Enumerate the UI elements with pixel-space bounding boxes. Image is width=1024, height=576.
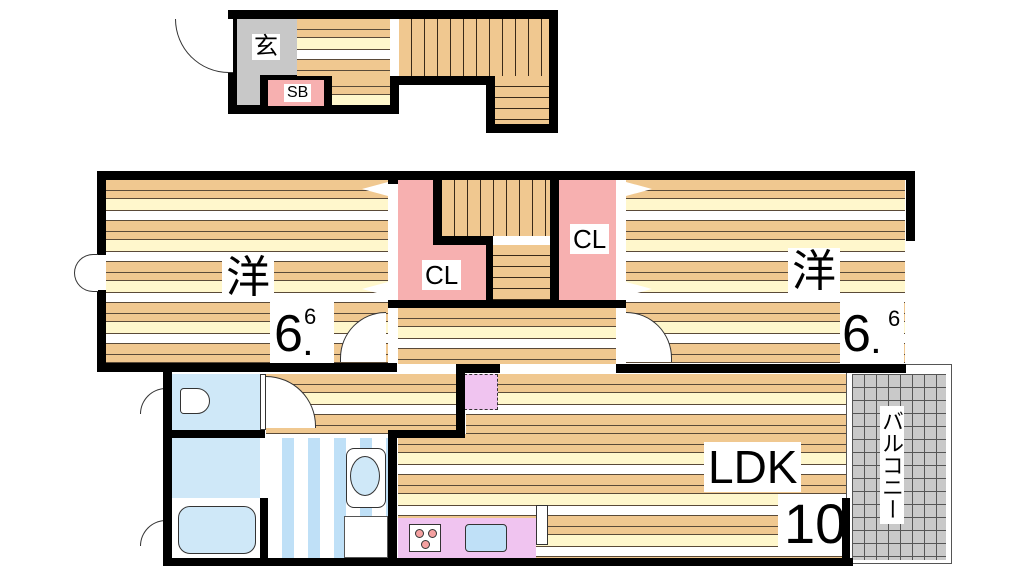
wall — [550, 180, 559, 305]
ldk-size: 10 — [778, 494, 853, 554]
wall — [433, 180, 442, 242]
entrance-label: 玄 — [252, 33, 280, 60]
closet-left-label: CL — [422, 260, 462, 290]
partition — [536, 505, 548, 545]
basin-icon — [350, 456, 380, 496]
wall — [390, 76, 490, 85]
shoe-box-label: SB — [284, 84, 312, 102]
wall — [228, 10, 558, 19]
wall — [906, 171, 915, 241]
hall-floor — [332, 76, 390, 105]
wall — [163, 364, 172, 566]
wall — [616, 300, 626, 308]
wall — [388, 430, 397, 565]
staircase — [399, 19, 549, 76]
wall — [486, 76, 495, 133]
wall — [97, 171, 106, 255]
wall — [549, 10, 558, 133]
storage-hatch-icon — [464, 374, 498, 410]
western-room-right-label: 洋 — [788, 248, 840, 296]
balcony-label: バルコニー — [879, 406, 904, 524]
ldk-label: LDK — [704, 442, 802, 492]
wall — [388, 180, 398, 184]
wall — [456, 364, 465, 438]
ldk-floor — [466, 374, 846, 434]
hallway-floor — [398, 308, 616, 364]
staircase — [442, 180, 550, 236]
western-room-left-label: 洋 — [222, 254, 274, 302]
entrance-door[interactable] — [175, 19, 233, 73]
wall — [842, 498, 850, 566]
washing-machine-icon — [344, 516, 388, 558]
staircase — [493, 245, 550, 300]
wall — [456, 364, 500, 373]
wall — [97, 363, 397, 372]
western-room-left-size: 6 6 . — [270, 302, 334, 364]
wall — [97, 290, 106, 372]
wall — [228, 105, 398, 114]
wall — [260, 498, 268, 562]
toilet-icon — [180, 388, 210, 414]
wall — [260, 374, 266, 430]
closet-right-label: CL — [570, 224, 610, 254]
closet-door-marker — [362, 282, 388, 296]
stove-icon — [409, 524, 441, 552]
bathtub-icon — [178, 506, 256, 554]
wall — [97, 171, 915, 180]
western-room-right-size: 6 6 . — [840, 302, 904, 364]
wall — [163, 430, 265, 438]
closet-door-marker — [626, 282, 652, 296]
wall — [390, 76, 399, 114]
bathroom — [172, 438, 260, 498]
wall — [388, 300, 626, 308]
staircase — [495, 76, 549, 124]
wall — [388, 430, 464, 438]
wall — [163, 558, 853, 566]
window-left — [74, 254, 98, 292]
closet-door-marker — [362, 182, 388, 196]
wall — [486, 124, 558, 133]
wall — [616, 364, 906, 373]
kitchen-sink-icon — [465, 524, 507, 552]
closet-door-marker — [626, 182, 652, 196]
wall — [486, 236, 493, 308]
hall-floor — [297, 19, 390, 76]
wall — [433, 236, 493, 245]
